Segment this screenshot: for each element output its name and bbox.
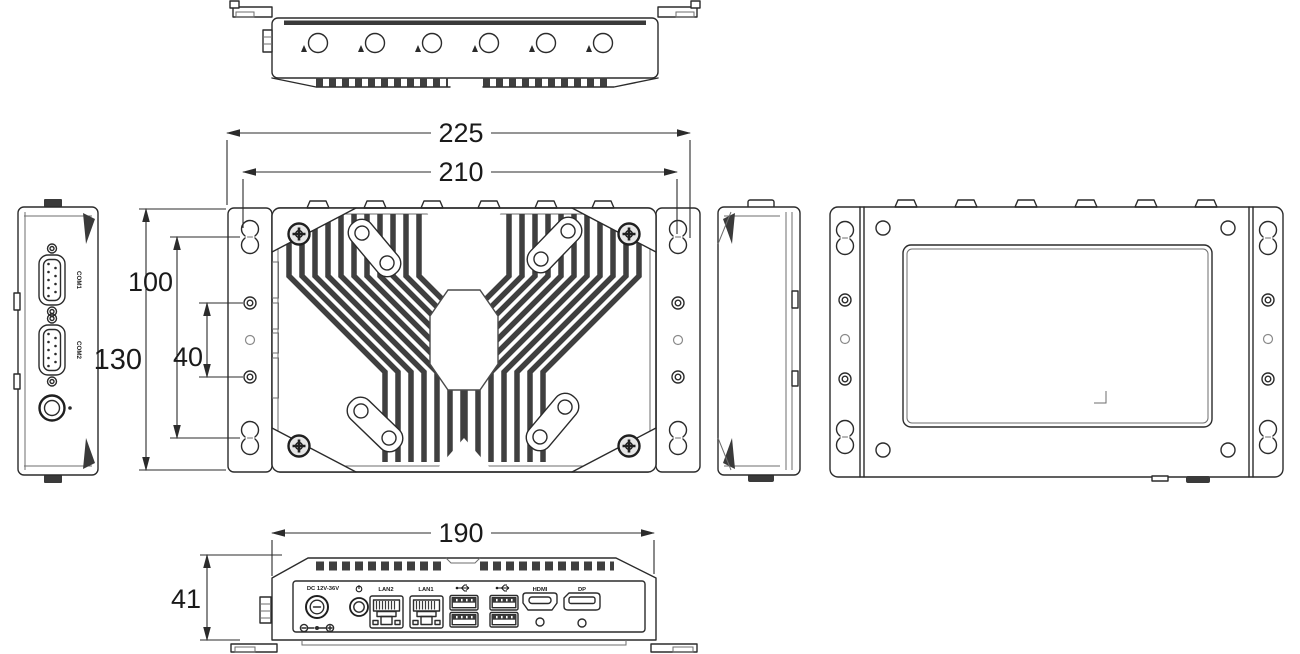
back-plate-inner [906,248,1209,424]
foot-bracket [650,643,698,653]
phillips-screw [287,222,311,246]
antenna-nut-bumps [894,199,1218,208]
mount-bracket-tab [657,0,701,18]
phillips-screw [617,222,641,246]
side-slot [13,373,21,390]
mount-bracket-tab [229,0,273,18]
corner-screw-hole [1220,442,1236,458]
top-view [229,0,701,88]
side-slot [13,292,21,311]
side-slot [791,370,799,387]
com2-label: COM2 [75,341,82,359]
chamfer-edge [83,213,95,244]
dc-label: DC 12V-36V [307,586,339,592]
dim-130: 130 [94,207,226,472]
side-connector-profile [272,261,279,399]
bottom-tab [1151,475,1169,482]
foot-bracket [230,643,278,653]
power-icon [355,585,363,593]
dim-210: 210 [241,155,679,234]
corner-screw-hole [1220,220,1236,236]
side-connector-bump [262,29,273,53]
rear-view [829,199,1284,483]
rear-body [829,206,1284,478]
screw-hole [535,617,545,627]
dim-40-label: 40 [173,342,203,372]
rear-edge-band [284,20,646,25]
lan2-port: LAN2 [369,587,404,629]
polarity-icon [299,623,335,633]
antenna-connector [38,394,72,422]
hdmi-port: HDMI [522,587,558,627]
power-button [349,585,369,617]
dim-225-label: 225 [438,118,483,148]
dim-210-label: 210 [438,157,483,187]
dc-jack: DC 12V-36V [305,586,339,619]
center-boss [429,289,499,391]
dim-190-label: 190 [438,518,483,548]
phillips-screw [287,434,311,458]
io-plate [292,580,646,633]
phillips-screw [617,434,641,458]
chamfer-edge [723,438,735,469]
dim-100-label: 100 [128,267,173,297]
antenna-holes [301,32,614,54]
chamfer-edge [83,438,95,469]
side-slot [791,290,799,309]
left-side-view: COM1 COM2 [13,199,99,483]
dp-port: DP [563,587,601,628]
dp-label: DP [578,587,586,593]
back-plate [902,244,1213,428]
dimensions: 225 210 130 100 40 190 [94,116,692,642]
lan1-port: LAN1 [409,587,444,629]
dim-130-label: 130 [94,344,142,376]
front-view [227,200,701,473]
chamfer-edge [723,213,735,244]
dim-100: 100 [128,235,240,440]
corner-screw-hole [875,442,891,458]
hdmi-label: HDMI [533,587,548,593]
lan1-label: LAN1 [418,587,434,593]
right-side-view [717,199,801,482]
lan2-label: LAN2 [378,587,393,593]
dim-41: 41 [171,553,282,642]
right-side-body [717,206,801,476]
com1-label: COM1 [75,271,82,289]
dim-225: 225 [225,116,692,238]
power-button-profile [1186,476,1210,483]
dim-41-label: 41 [171,584,201,614]
corner-screw-hole [875,220,891,236]
bottom-view: DC 12V-36V LAN2 LAN1 [230,557,698,653]
antenna-nut-bumps [306,200,615,209]
corner-mark [1094,391,1107,404]
side-connector-bump [259,596,272,624]
dim-190: 190 [270,516,656,576]
heatsink-fin-edge [271,77,659,88]
screw-hole [577,618,587,628]
dim-40: 40 [173,301,243,379]
